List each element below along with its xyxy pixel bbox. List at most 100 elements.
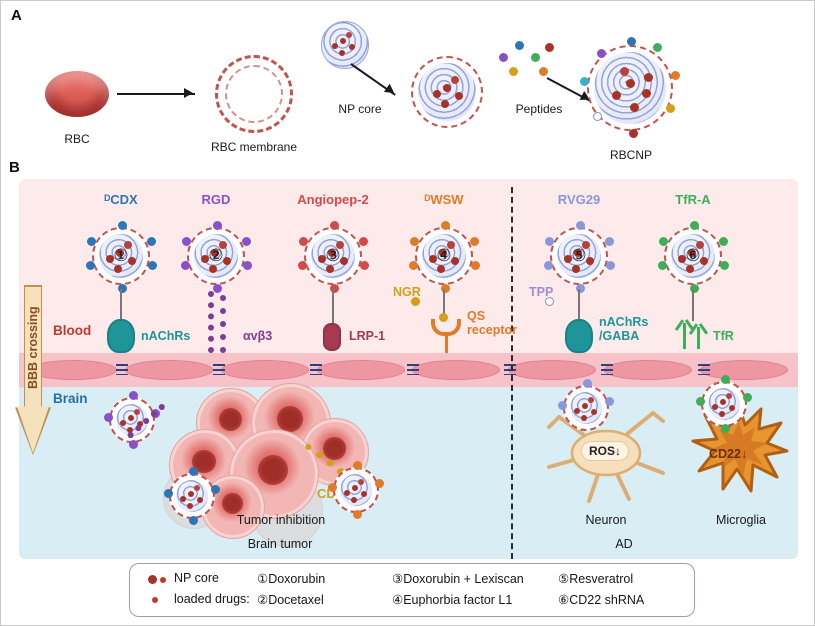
drug-dots [626,79,635,88]
receptor-label-nachrs-gaba: nAChRs /GABA [599,315,649,344]
peptide-dot [189,516,198,525]
np-core-dot-icon [148,575,157,584]
tumor-inhibition-label: Tumor inhibition [236,513,326,527]
drug-dots [720,399,726,405]
ros-label: ROS↓ [581,441,630,461]
endothelial-cell [316,360,405,380]
np-core-label: NP core [338,102,382,116]
microglia-label: Microglia [715,513,766,527]
qs-receptor-icon [431,319,461,336]
peptide-name-tfra: TfR-A [675,192,711,207]
peptide-dot [545,43,554,52]
drug-dots [688,249,696,257]
blood-label: Blood [53,323,92,338]
ngr-peptide-dot [411,297,420,306]
peptide-dot [583,379,592,388]
tight-junction-icon [601,364,613,375]
tight-junction-icon [407,364,419,375]
panel-b-label: B [9,159,20,176]
legend-item-5: ⑤Resveratrol [558,572,634,586]
peptide-name-rvg29: RVG29 [557,192,601,207]
qs-receptor-stem [445,336,448,353]
rbc-label: RBC [64,132,90,146]
endothelial-cell [124,360,213,380]
peptide-dot [151,409,160,418]
receptor-link [443,289,445,319]
brain-label: Brain [53,391,88,406]
legend-box: NP core loaded drugs: ①Doxorubin ②Doceta… [129,563,695,617]
np-number: ① [113,246,129,265]
peptide-dot [721,424,730,433]
np-core-arrow [350,63,396,96]
peptides-label: Peptides [515,102,563,116]
peptide-dot [129,391,138,400]
receptor-link [120,289,122,319]
flow-arrow-1 [117,88,195,98]
legend-item-3: ③Doxorubin + Lexiscan [392,572,524,586]
peptide-dot [129,440,138,449]
peptide-dot [531,53,540,62]
drug-dots [352,485,358,491]
tight-junction-icon [213,364,225,375]
bbb-crossing-label: BBB crossing [26,306,40,390]
np-number: ⑤ [571,246,587,265]
tight-junction-icon [504,364,516,375]
peptide-dot-open [593,112,602,121]
nanoparticle-dwsw: ④ [415,227,473,285]
drug-dot-icon [160,577,166,583]
drug-dots [328,249,336,257]
brain-tumor-label: Brain tumor [247,537,313,551]
ngr-label: NGR [393,285,421,299]
rbc-illustration [45,71,109,117]
peptide-name-dcdx: ᴰCDX [104,192,138,207]
lrp1-receptor-icon [323,323,341,351]
nanoparticle-angiopep2: ③ [304,227,362,285]
drug-dots [574,249,582,257]
receptor-link [692,289,694,321]
tfr-receptor-icon [683,323,686,349]
endothelial-cell [220,360,309,380]
peptide-dot [671,71,680,80]
drug-dots [582,403,588,409]
rbc-membrane-illustration [215,55,293,133]
neuron-label: Neuron [585,513,627,527]
peptide-dot [605,397,614,406]
peptide-dot [515,41,524,50]
section-divider [511,187,513,559]
endothelial-cell [508,360,597,380]
drug-dots [188,491,194,497]
coated-nanoparticle-illustration [411,56,483,128]
peptide-dot [353,510,362,519]
peptide-name-dwsw: ᴰWSW [424,192,464,207]
drug-dots [116,249,124,257]
bbb-crossing-arrow: BBB crossing [15,285,51,455]
rbcnp-label: RBCNP [609,148,652,162]
peptide-dot [629,129,638,138]
peptide-dot [211,485,220,494]
peptide-dot [164,489,173,498]
peptide-dot [375,479,384,488]
drug-dots [128,415,134,421]
nanoparticle-tfra: ⑥ [664,227,722,285]
legend-loaded-drugs: loaded drugs: [174,592,250,606]
peptide-dot [696,397,705,406]
drug-dots [443,84,451,92]
nanoparticle-microglia [696,375,752,433]
tpp-label: TPP [529,285,554,299]
peptide-dot [353,461,362,470]
peptide-name-angiopep2: Angiopep-2 [297,192,369,207]
bbb-endothelium [19,353,798,387]
nanoparticle-rgd: ② [187,227,245,285]
drug-dots [439,249,447,257]
microglia-svg [691,403,789,493]
legend-item-4: ④Euphorbia factor L1 [392,593,513,607]
qs-bound-dot [439,313,448,322]
nanoparticle-near-tumor [328,461,384,519]
receptor-label-lrp1: LRP-1 [349,329,386,343]
peptide-dot [499,53,508,62]
nachrs-receptor-icon [107,319,135,353]
peptide-dot [509,67,518,76]
legend-item-2: ②Docetaxel [257,593,324,607]
peptide-dot [558,401,567,410]
rbcnp-illustration [580,37,680,138]
